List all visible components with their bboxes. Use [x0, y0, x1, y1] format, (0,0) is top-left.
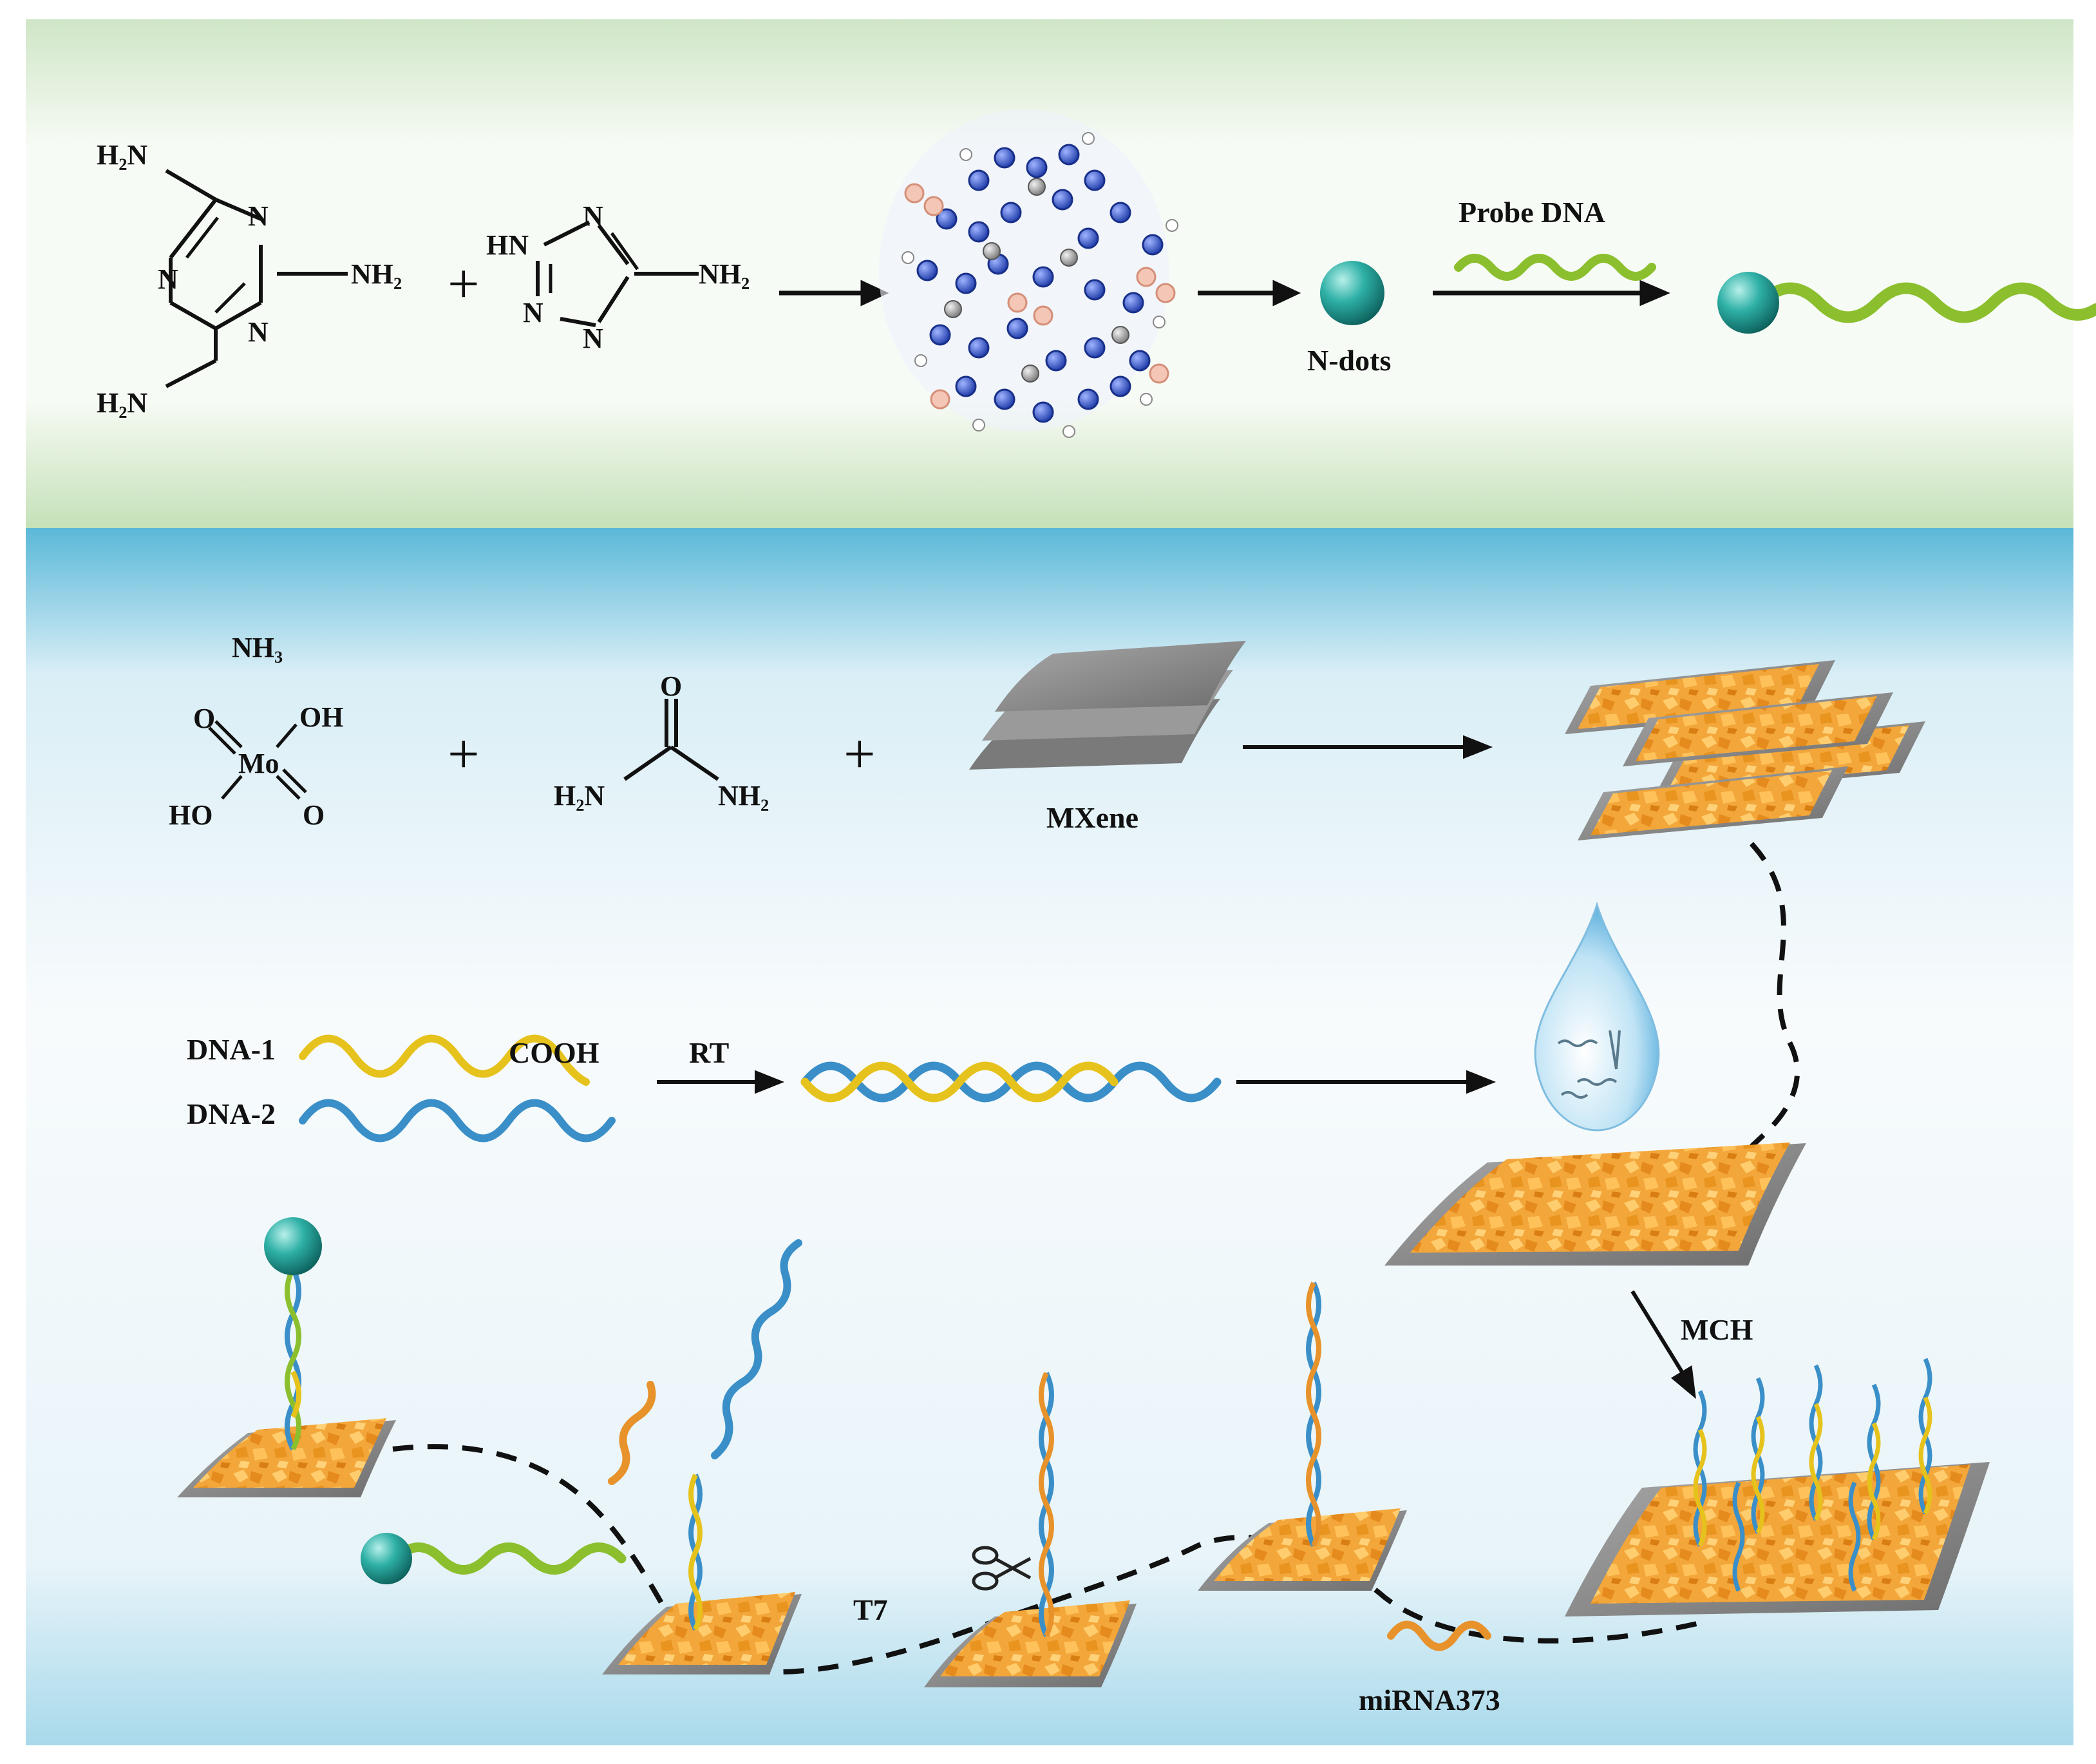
molybdate-structure: [208, 720, 307, 800]
mch-modified-sheet: [1565, 1358, 1990, 1617]
aminotetrazole-structure: [536, 220, 699, 327]
molybdate-ho-bottom: HO: [169, 799, 212, 831]
arrow-mch: [1630, 1290, 1696, 1399]
molybdate-oh-top: OH: [299, 701, 343, 733]
arrow-to-droplet: [1236, 1070, 1496, 1094]
released-ndot-probe: [361, 1533, 627, 1584]
mch-label: MCH: [1681, 1313, 1753, 1346]
dashed-connector-right: [1750, 842, 1800, 1148]
dna2-strand: [299, 1099, 616, 1143]
melamine-n1: N: [248, 200, 269, 232]
dna1-label: DNA-1: [187, 1033, 276, 1066]
mxene-label: MXene: [1046, 801, 1138, 834]
plus-sign-bottom-1: +: [448, 723, 480, 786]
water-droplet-icon: [1534, 902, 1660, 1132]
tetrazole-n-bottom: N: [583, 323, 603, 354]
urea-nh2: NH₂: [718, 780, 769, 811]
mirna373-strand: [1387, 1620, 1491, 1651]
molybdate-nh3: NH₃: [232, 632, 283, 663]
arrow-rt: [657, 1070, 785, 1094]
dna-duplex-hybrid: [800, 1061, 1222, 1103]
tetrazole-n-top: N: [583, 200, 603, 232]
dna2-label: DNA-2: [187, 1097, 276, 1130]
scissors-icon: [972, 1546, 1032, 1591]
urea-structure: [623, 699, 719, 781]
dna1-strand: [299, 1034, 590, 1086]
arrow-to-composite: [1243, 735, 1493, 759]
urea-o: O: [660, 670, 682, 702]
urea-h2n: H₂N: [554, 780, 605, 811]
melamine-h2n-bottom: H₂N: [97, 387, 147, 419]
probe-dna-small-strand: [1454, 254, 1656, 281]
tetrazole-n-left: N: [523, 297, 543, 328]
arrow-to-ndot-probe: [1433, 280, 1670, 307]
sheet-duplex-scissors: [924, 1372, 1137, 1687]
sheet-duplex-orange: [1198, 1282, 1407, 1591]
molybdate-o-left: O: [193, 703, 215, 734]
tetrazole-nh2: NH₂: [699, 258, 750, 290]
mxene-sheets: [969, 641, 1246, 770]
cooh-label: COOH: [509, 1036, 600, 1069]
released-strands: [608, 1239, 802, 1485]
tetrazole-hn: HN: [486, 229, 529, 261]
melamine-n3: N: [248, 316, 269, 348]
composite-sheet-large: [1384, 1143, 1806, 1266]
melamine-nh2-right: NH₂: [351, 258, 402, 290]
molybdate-mo: Mo: [238, 748, 279, 779]
arrow-to-ndots: [1198, 280, 1301, 307]
polymer-network-cluster: [879, 109, 1178, 438]
ndot-sphere-top: [1320, 261, 1384, 325]
ndot-probe-on-sheet: [177, 1217, 396, 1497]
melamine-n2: N: [158, 263, 178, 295]
ndots-label: N-dots: [1307, 344, 1391, 377]
rt-label: RT: [689, 1036, 729, 1069]
ndot-probe-conjugate-top: [1717, 272, 2096, 334]
plus-sign-top: +: [448, 253, 480, 316]
mirna373-label: miRNA373: [1359, 1683, 1500, 1716]
molybdate-o-right: O: [303, 799, 325, 831]
sheet-partial-duplex: [602, 1474, 802, 1674]
composite-sheet-stack: [1565, 660, 1925, 840]
probe-dna-label: Probe DNA: [1459, 196, 1605, 229]
melamine-h2n-top: H₂N: [97, 139, 147, 171]
arrow-to-polymer: [779, 280, 889, 307]
t7-label: T7: [853, 1593, 888, 1626]
melamine-structure: [165, 169, 348, 388]
plus-sign-bottom-2: +: [844, 723, 876, 786]
